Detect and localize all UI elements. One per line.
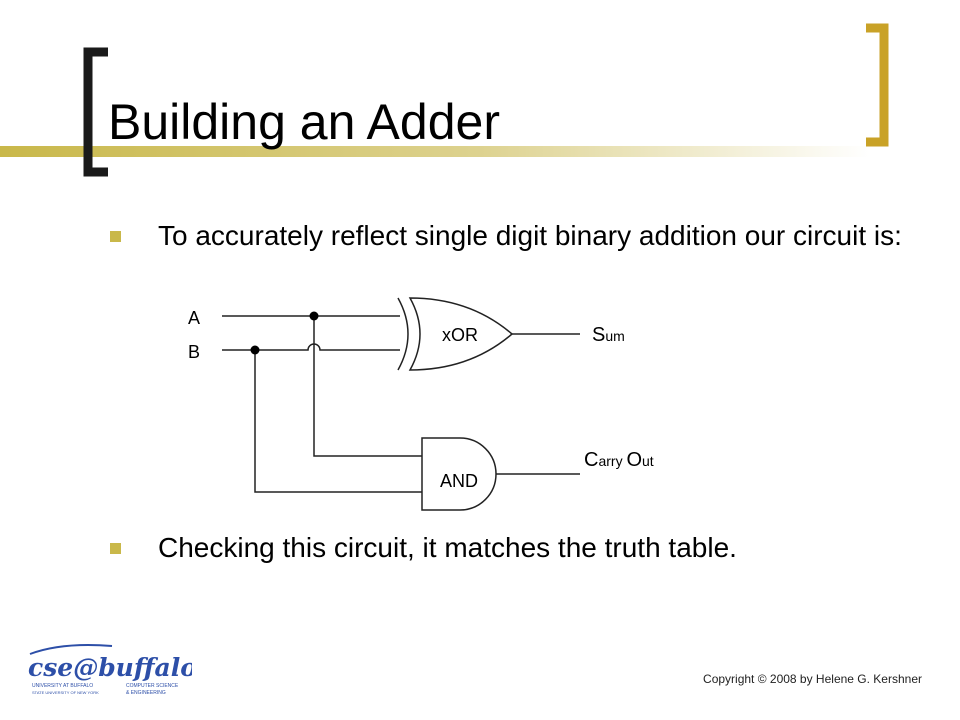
cse-buffalo-logo: cse@buffalo UNIVERSITY AT BUFFALO STATE … (28, 644, 192, 696)
bullet-marker-1 (110, 231, 121, 242)
title-underline-bar (0, 146, 870, 157)
input-b-label: B (188, 342, 200, 362)
junction-a (309, 311, 319, 321)
logo-line1-right: COMPUTER SCIENCE (126, 683, 179, 689)
wire-b-to-and (254, 350, 422, 493)
junction-b (250, 345, 260, 355)
xor-gate-back (397, 297, 409, 371)
logo-swoosh (29, 644, 113, 655)
and-gate-body (421, 437, 497, 511)
bullet-marker-2 (110, 543, 121, 554)
carry-output-label: Carry Out (584, 449, 654, 471)
input-a-label: A (188, 308, 200, 328)
logo-line1-left: UNIVERSITY AT BUFFALO (32, 683, 93, 689)
wire-b (222, 343, 400, 351)
logo-line2-left: STATE UNIVERSITY OF NEW YORK (32, 690, 99, 695)
logo-line2-right: & ENGINEERING (126, 690, 166, 696)
slide-title: Building an Adder (108, 94, 500, 150)
and-gate-label: AND (440, 471, 478, 491)
xor-gate-body (408, 297, 514, 371)
left-bracket (83, 47, 108, 177)
bullet-text-1: To accurately reflect single digit binar… (158, 220, 902, 251)
right-bracket (866, 23, 889, 147)
logo-wordmark: cse@buffalo (28, 653, 192, 682)
bullet-text-2: Checking this circuit, it matches the tr… (158, 532, 737, 563)
copyright-notice: Copyright © 2008 by Helene G. Kershner (703, 672, 922, 686)
wire-a-to-and (313, 316, 422, 457)
sum-output-label: Sum (592, 324, 625, 346)
xor-gate-label: xOR (442, 325, 478, 345)
